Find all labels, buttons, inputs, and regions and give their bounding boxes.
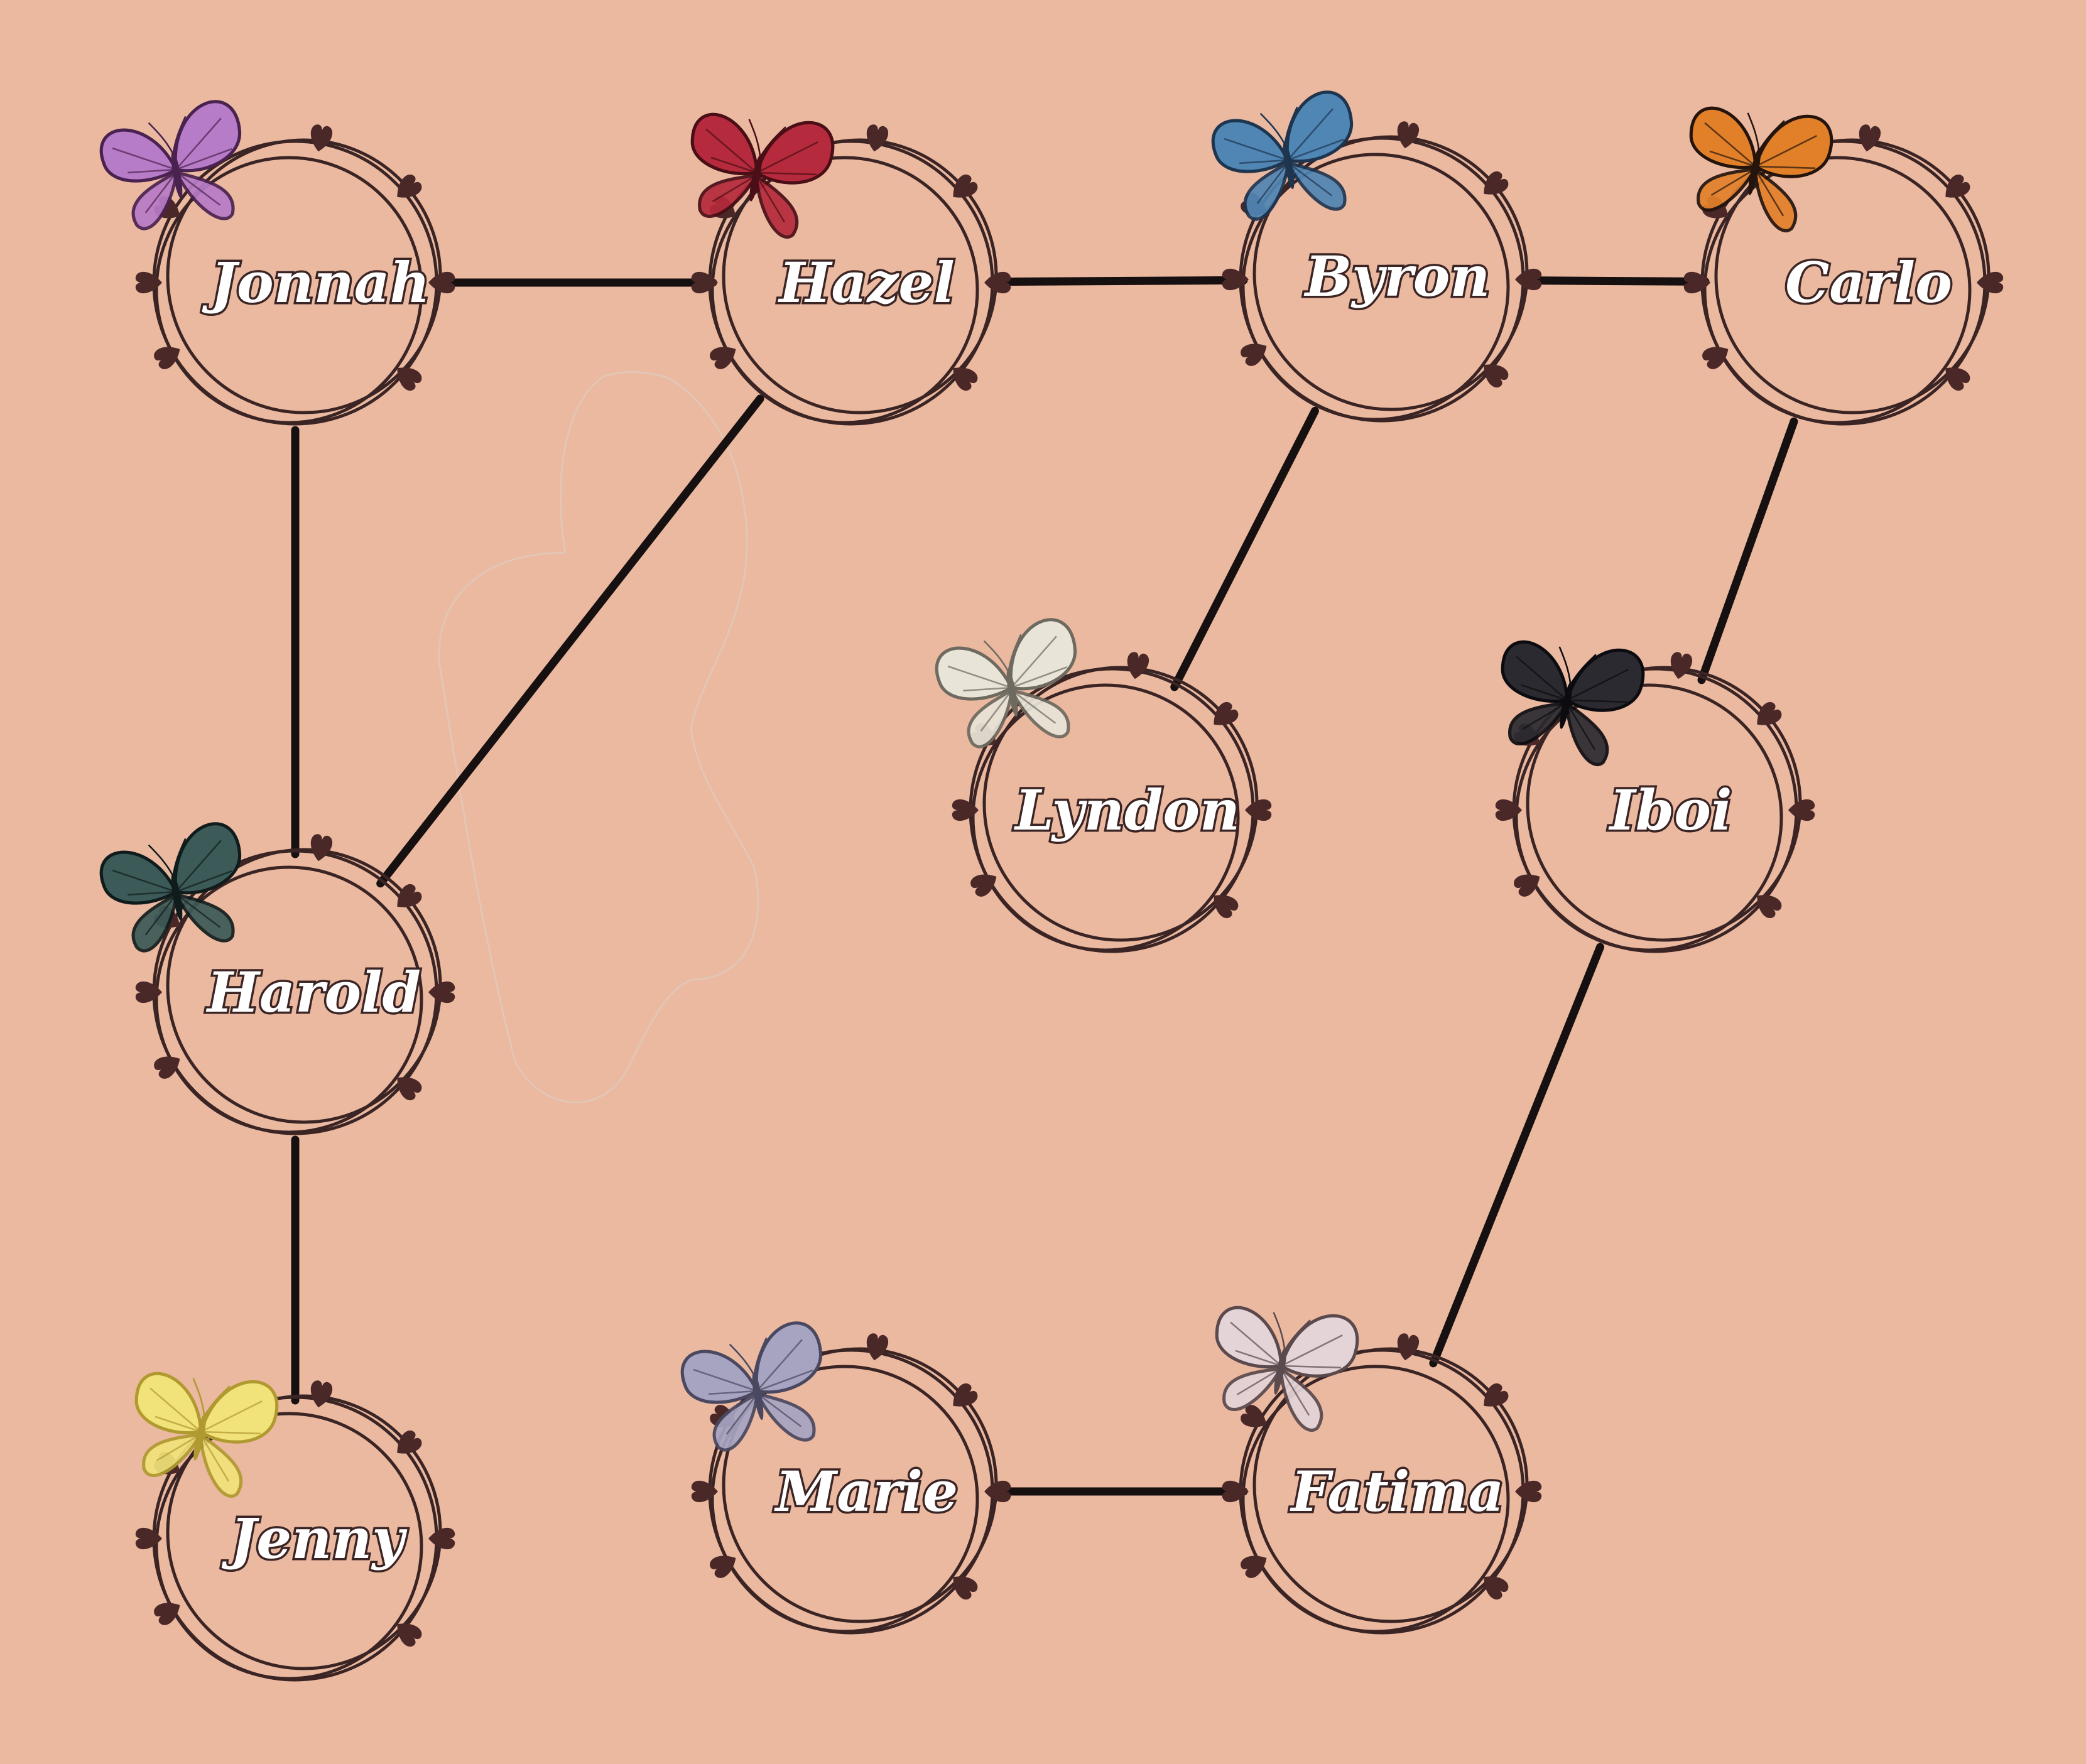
faint-background-sketch bbox=[438, 371, 759, 1103]
node-harold: Harold bbox=[99, 822, 455, 1135]
node-label: Hazel bbox=[777, 250, 955, 315]
node-label: Iboi bbox=[1608, 777, 1732, 843]
butterfly-black-icon bbox=[1501, 640, 1645, 766]
node-byron: Byron bbox=[1211, 90, 1542, 423]
heart-icon bbox=[428, 1527, 455, 1550]
node-jonnah: Jonnah bbox=[99, 100, 455, 426]
node-jenny: Jenny bbox=[134, 1372, 455, 1682]
butterfly-lavender-icon bbox=[680, 1321, 822, 1452]
butterfly-pale-pink-icon bbox=[1215, 1306, 1359, 1432]
heart-icon bbox=[1515, 1480, 1542, 1503]
node-lyndon: Lyndon bbox=[935, 618, 1272, 953]
heart-icon bbox=[307, 833, 334, 863]
edge-iboi-fatima bbox=[1429, 943, 1605, 1368]
heart-icon bbox=[863, 123, 889, 154]
heart-icon bbox=[863, 1332, 889, 1363]
butterfly-monarch-icon bbox=[1689, 106, 1833, 232]
heart-icon bbox=[307, 123, 334, 154]
edge-carlo-iboi bbox=[1697, 417, 1798, 684]
heart-icon bbox=[1667, 651, 1693, 681]
edge-hazel-byron bbox=[994, 276, 1248, 286]
butterfly-purple-icon bbox=[99, 100, 241, 230]
node-label: Jonnah bbox=[202, 250, 430, 315]
butterfly-yellow-icon bbox=[134, 1372, 279, 1498]
heart-icon bbox=[1124, 651, 1150, 681]
heart-icon bbox=[1394, 120, 1420, 151]
edge-byron-lyndon bbox=[1170, 406, 1319, 691]
node-fatima: Fatima bbox=[1215, 1306, 1542, 1635]
heart-icon bbox=[1977, 271, 2004, 294]
node-label: Jenny bbox=[222, 1506, 408, 1571]
butterfly-red-icon bbox=[690, 112, 835, 239]
butterfly-blue-icon bbox=[1211, 90, 1353, 221]
edges bbox=[291, 276, 1798, 1496]
node-label: Byron bbox=[1303, 244, 1491, 309]
butterfly-teal-icon bbox=[99, 822, 241, 953]
node-label: Lyndon bbox=[1013, 777, 1240, 843]
heart-icon bbox=[1855, 123, 1882, 154]
node-label: Carlo bbox=[1785, 250, 1952, 315]
node-iboi: Iboi bbox=[1495, 640, 1815, 953]
heart-icon bbox=[1788, 799, 1815, 821]
node-label: Marie bbox=[774, 1459, 958, 1524]
node-carlo: Carlo bbox=[1683, 106, 2004, 426]
edge-byron-carlo bbox=[1525, 276, 1710, 286]
heart-icon bbox=[1245, 799, 1272, 821]
heart-icon bbox=[1394, 1332, 1420, 1363]
node-label: Harold bbox=[205, 960, 421, 1025]
heart-icon bbox=[428, 981, 455, 1004]
node-hazel: Hazel bbox=[690, 112, 1011, 426]
heart-icon bbox=[307, 1379, 334, 1410]
node-marie: Marie bbox=[680, 1321, 1011, 1635]
node-label: Fatima bbox=[1290, 1459, 1504, 1524]
edge-hazel-harold bbox=[376, 394, 764, 888]
butterfly-white-icon bbox=[935, 618, 1077, 749]
